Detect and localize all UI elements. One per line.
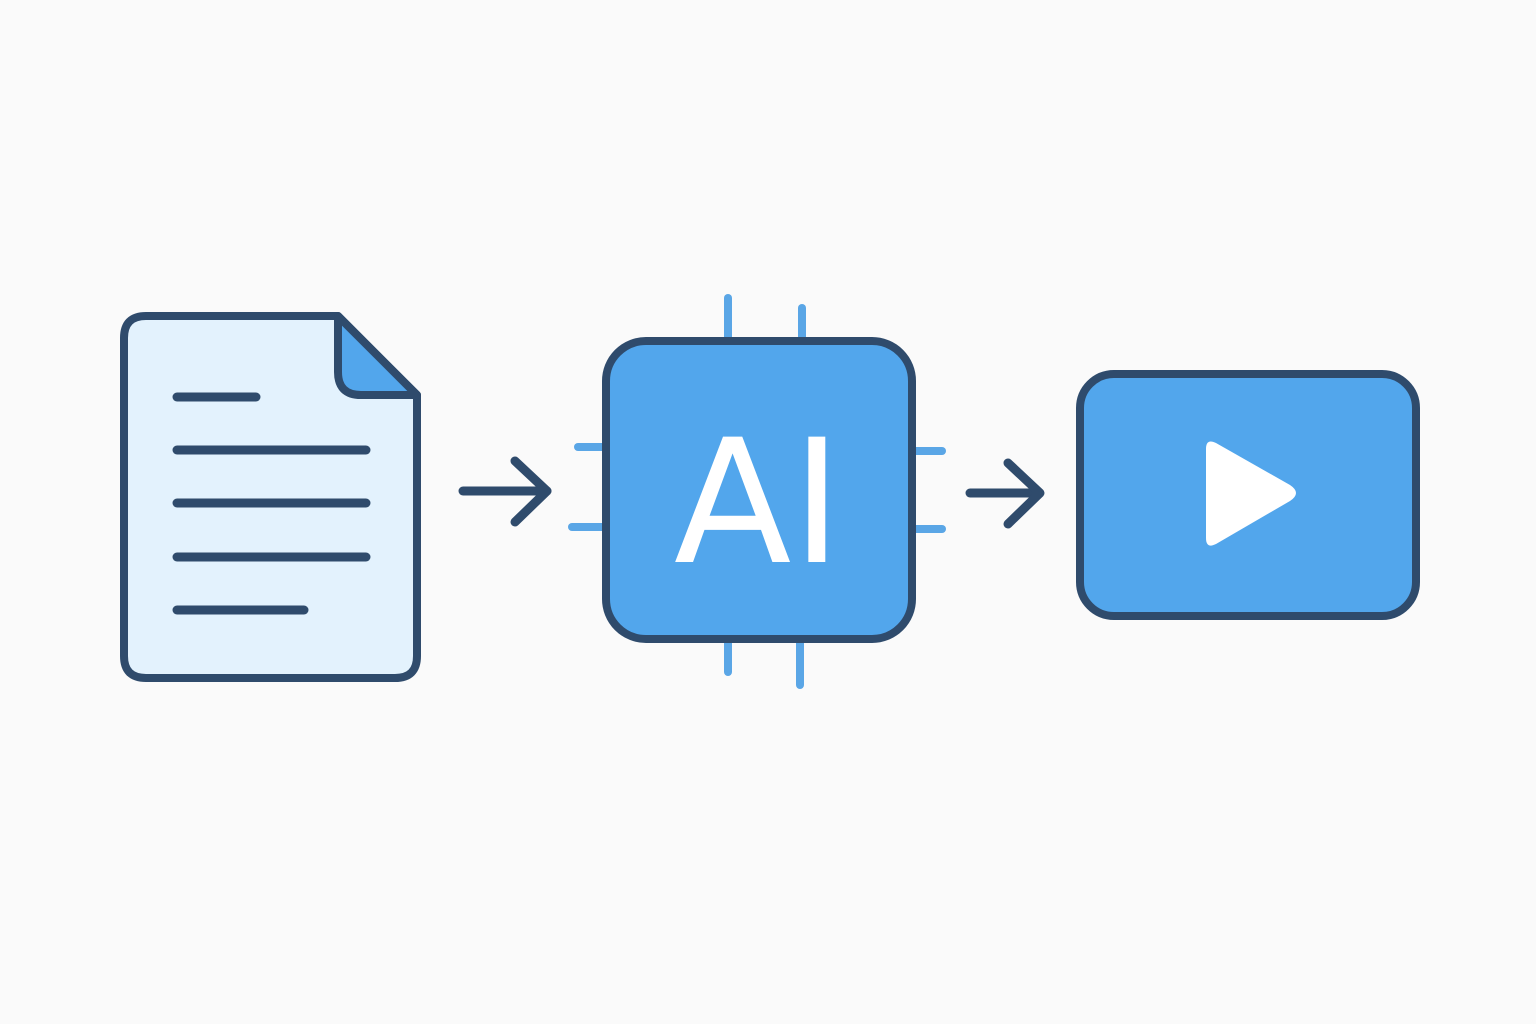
arrow-right-icon [458, 456, 552, 527]
arrow-right-icon [965, 458, 1045, 529]
document-corner-fold [334, 312, 421, 399]
chip-label: AI [674, 402, 842, 603]
document-body [120, 312, 421, 682]
play-triangle [1206, 441, 1296, 546]
video-play-icon [1076, 370, 1420, 620]
chip-body [602, 337, 916, 643]
document-icon [120, 312, 421, 682]
document-text-lines [172, 392, 371, 615]
chip-pins [568, 294, 946, 689]
ai-chip-icon: AI [568, 294, 946, 689]
